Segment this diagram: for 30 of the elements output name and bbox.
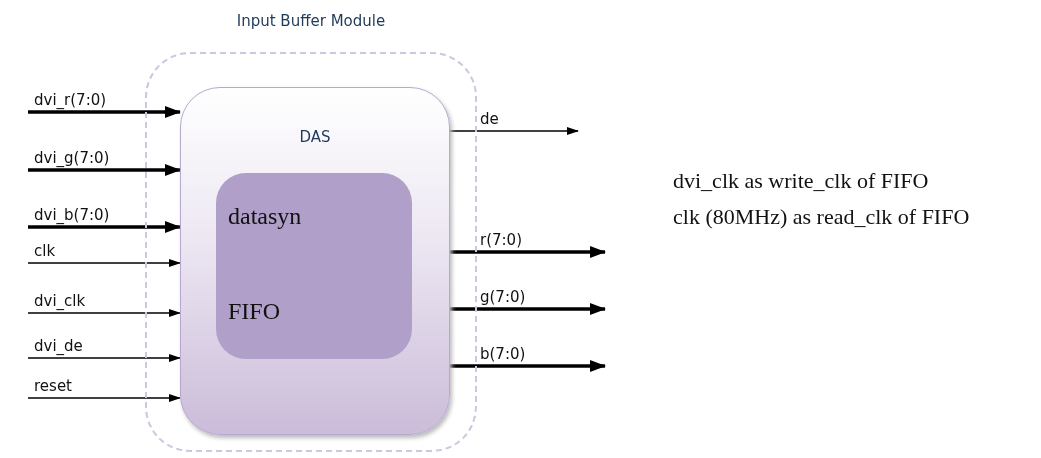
arrow: [27, 354, 181, 362]
arrow: [27, 309, 181, 317]
signal-label: reset: [34, 378, 72, 394]
signal-label: g(7:0): [480, 289, 526, 305]
signal-label: b(7:0): [480, 346, 526, 362]
arrow: [450, 303, 606, 315]
block-name: FIFO: [228, 298, 281, 325]
signal-label: dvi_g(7:0): [34, 150, 110, 166]
block-name: DAS: [298, 128, 332, 146]
signal-label: dvi_b(7:0): [34, 207, 110, 223]
signal-label: de: [480, 111, 499, 127]
arrow: [450, 246, 606, 258]
block-name: datasyn: [228, 203, 302, 230]
arrow: [449, 127, 579, 135]
fifo-box: [216, 173, 412, 359]
signal-label: dvi_de: [34, 338, 83, 354]
arrow: [27, 394, 181, 402]
block-box: [180, 87, 450, 435]
arrow: [28, 164, 181, 176]
arrow: [28, 106, 181, 118]
module-title: Input Buffer Module: [235, 12, 387, 30]
signal-label: clk: [34, 243, 56, 259]
signal-label: r(7:0): [480, 232, 522, 248]
note-text: dvi_clk as write_clk of FIFO: [673, 167, 930, 195]
arrow: [450, 360, 606, 372]
arrow: [27, 259, 181, 267]
signal-label: dvi_clk: [34, 293, 86, 309]
signal-label: dvi_r(7:0): [34, 92, 107, 108]
note-text: clk (80MHz) as read_clk of FIFO: [673, 203, 971, 231]
arrow: [28, 221, 181, 233]
